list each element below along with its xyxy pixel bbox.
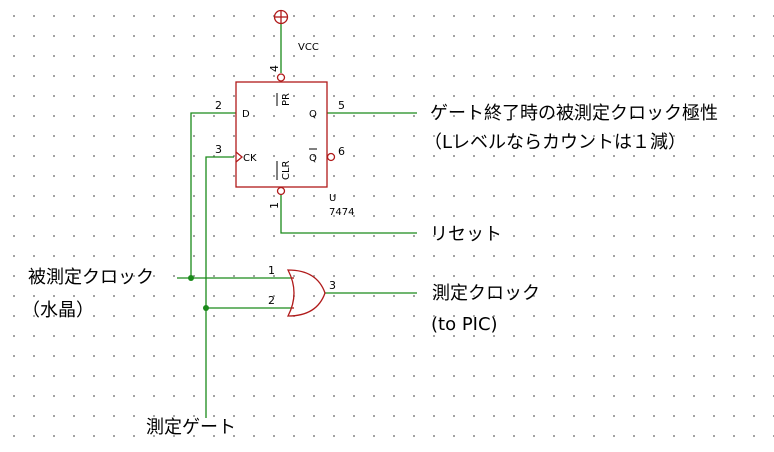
measured-clock-label-line2: （水晶） <box>22 300 94 321</box>
ck-input-wire <box>205 156 234 418</box>
pin-d-name: D <box>242 109 250 120</box>
wires <box>177 24 417 418</box>
pin-q-name: Q <box>309 109 317 120</box>
junction-dot-gate <box>203 305 209 311</box>
pin-qbar-number: 6 <box>338 145 345 158</box>
or-pin-out-number: 3 <box>329 279 336 292</box>
pin-q-number: 5 <box>338 99 345 112</box>
clock-triangle-icon <box>235 151 244 163</box>
gate-label: 測定ゲート <box>146 417 236 438</box>
pin-clr-name: CLR <box>281 160 292 180</box>
reset-wire <box>280 194 417 234</box>
pin-qbar-name: Q <box>309 153 317 164</box>
vcc-power-symbol: VCC <box>273 9 319 53</box>
qbar-inversion-bubble <box>326 152 336 162</box>
net-labels: ゲート終了時の被測定クロック極性 （Lレベルならカウントは１減） リセット 被測… <box>22 103 718 438</box>
reset-label: リセット <box>430 224 502 245</box>
pin-pr-name: PR <box>281 93 292 106</box>
part-name-label: U <box>329 193 336 204</box>
pin-ck-name: CK <box>243 153 257 164</box>
or-pin-in1-number: 1 <box>268 264 275 277</box>
pr-inversion-bubble <box>276 73 286 82</box>
vcc-label: VCC <box>298 42 319 53</box>
pin-ck-number: 3 <box>215 143 222 156</box>
pin-clr-number: 1 <box>268 202 281 209</box>
output-clock-label-line1: 測定クロック <box>432 283 540 304</box>
or-gate-shape <box>286 269 326 317</box>
clr-inversion-bubble <box>276 186 286 196</box>
flipflop-7474: D CK Q Q PR CLR 2 3 5 6 4 1 U 7474 <box>215 65 354 218</box>
measured-clock-label-line1: 被測定クロック <box>28 267 154 288</box>
part-number-label: 7474 <box>329 207 354 218</box>
polarity-label-line1: ゲート終了時の被測定クロック極性 <box>430 103 718 124</box>
or-pin-in2-number: 2 <box>268 294 275 307</box>
pin-d-number: 2 <box>215 99 222 112</box>
pin-pr-number: 4 <box>268 65 281 72</box>
output-clock-label-line2: (to PIC) <box>431 314 498 335</box>
or-gate: 1 2 3 <box>268 264 336 317</box>
d-input-wire <box>190 112 236 278</box>
junction-dot-clock <box>188 275 194 281</box>
polarity-label-line2: （Lレベルならカウントは１減） <box>424 132 686 153</box>
